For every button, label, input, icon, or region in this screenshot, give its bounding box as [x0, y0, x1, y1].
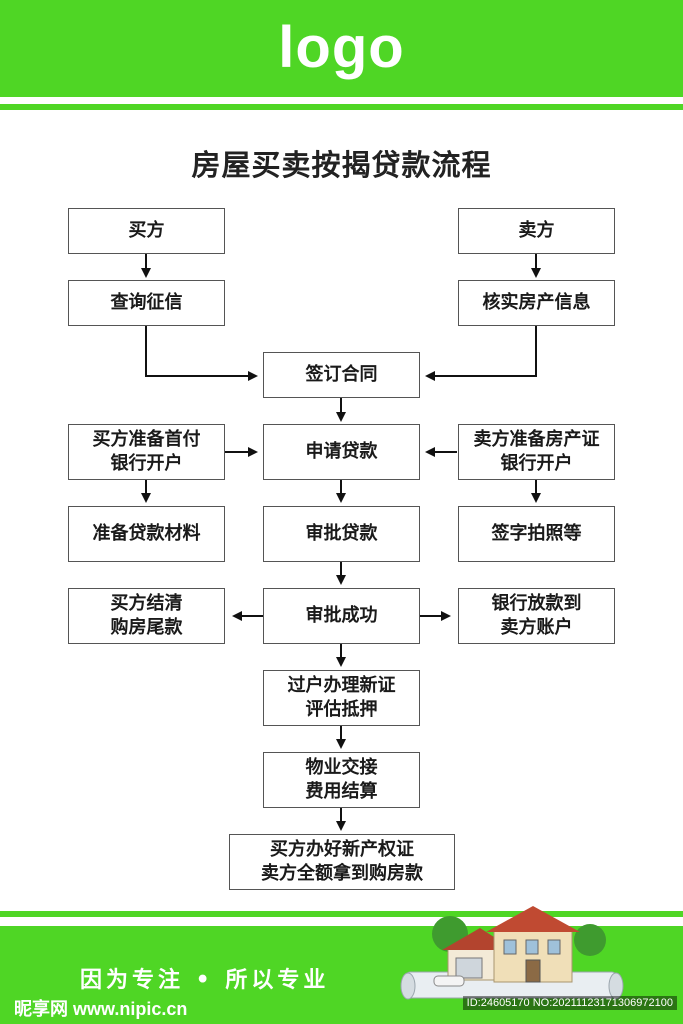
box-review-loan: 审批贷款 — [263, 506, 420, 562]
box-buyer: 买方 — [68, 208, 225, 254]
box-verify-property: 核实房产信息 — [458, 280, 615, 326]
box-seller-prepare: 卖方准备房产证 银行开户 — [458, 424, 615, 480]
box-sign-contract: 签订合同 — [263, 352, 420, 398]
arrow-credit-contract — [145, 326, 258, 381]
box-transfer: 过户办理新证 评估抵押 — [263, 670, 420, 726]
box-seller: 卖方 — [458, 208, 615, 254]
box-final: 买方办好新产权证 卖方全额拿到购房款 — [229, 834, 455, 890]
box-prepare-materials: 准备贷款材料 — [68, 506, 225, 562]
house-icon — [400, 906, 624, 1000]
bottom-divider-stripe — [0, 911, 683, 917]
box-buyer-settle: 买方结清 购房尾款 — [68, 588, 225, 644]
box-sign-photo: 签字拍照等 — [458, 506, 615, 562]
box-approval-success: 审批成功 — [263, 588, 420, 644]
slogan-text: 因为专注 • 所以专业 — [80, 967, 330, 993]
box-handover: 物业交接 费用结算 — [263, 752, 420, 808]
flow-connectors — [141, 253, 541, 831]
watermark-text: 昵享网 www.nipic.cn — [14, 999, 188, 1019]
box-credit-check: 查询征信 — [68, 280, 225, 326]
top-divider-stripe — [0, 104, 683, 110]
logo-text: logo — [278, 15, 405, 80]
box-bank-release: 银行放款到 卖方账户 — [458, 588, 615, 644]
box-apply-loan: 申请贷款 — [263, 424, 420, 480]
header-banner — [0, 0, 683, 97]
arrow-verify-contract — [425, 326, 537, 381]
box-buyer-prepare: 买方准备首付 银行开户 — [68, 424, 225, 480]
image-id-text: ID:24605170 NO:20211123171306972100 — [462, 996, 677, 1010]
page-title: 房屋买卖按揭贷款流程 — [191, 148, 492, 182]
